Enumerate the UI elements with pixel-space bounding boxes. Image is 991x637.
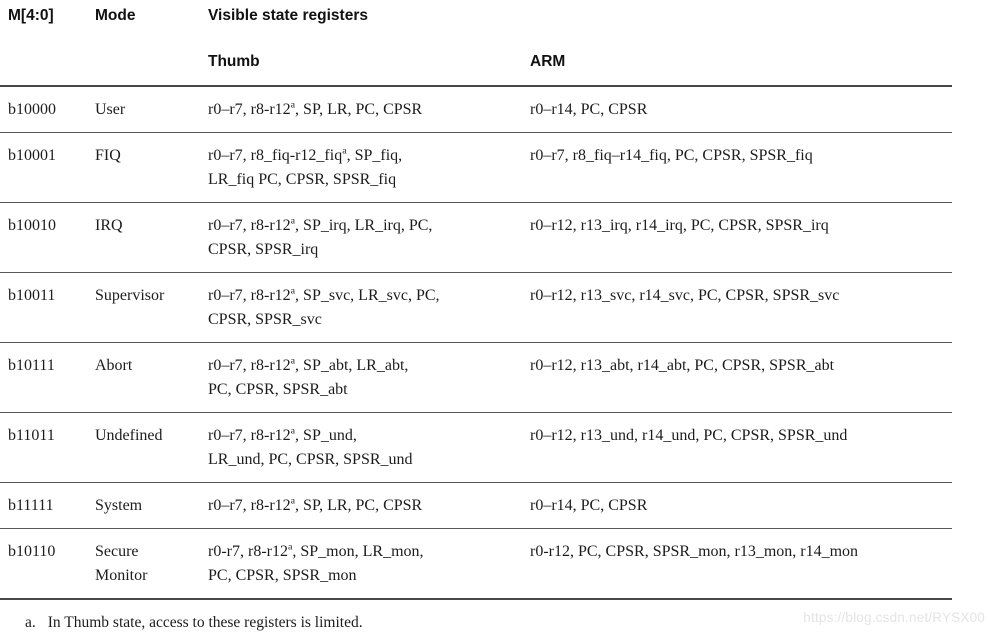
table-header: M[4:0] Mode Visible state registers Thum…	[0, 0, 952, 87]
cell-mode: Supervisor	[95, 272, 208, 343]
header-thumb: Thumb	[208, 52, 530, 87]
footnote-marker: a.	[25, 614, 36, 631]
cell-thumb-registers: r0–r7, r8-r12a, SP_abt, LR_abt,PC, CPSR,…	[208, 342, 530, 413]
footnote-ref-a: a	[287, 541, 293, 553]
cell-m4-0: b11011	[0, 412, 95, 483]
header-empty-mode	[95, 52, 208, 87]
header-empty-m	[0, 52, 95, 87]
footnote-ref-a: a	[290, 215, 296, 227]
cell-mode: Undefined	[95, 412, 208, 483]
cell-arm-registers: r0–r14, PC, CPSR	[530, 482, 952, 529]
cell-mode: User	[95, 86, 208, 133]
header-visible-state-registers: Visible state registers	[208, 7, 368, 24]
header-row-top: M[4:0] Mode Visible state registers	[0, 0, 952, 52]
footnote-ref-a: a	[290, 285, 296, 297]
cell-thumb-registers: r0–r7, r8-r12a, SP, LR, PC, CPSR	[208, 86, 530, 133]
cell-m4-0: b10010	[0, 202, 95, 273]
cell-m4-0: b10111	[0, 342, 95, 413]
cell-thumb-registers: r0–r7, r8-r12a, SP_irq, LR_irq, PC,CPSR,…	[208, 202, 530, 273]
cell-m4-0: b11111	[0, 482, 95, 529]
header-row-sub: Thumb ARM	[0, 52, 952, 87]
cell-arm-registers: r0-r12, PC, CPSR, SPSR_mon, r13_mon, r14…	[530, 528, 952, 600]
cell-thumb-registers: r0-r7, r8-r12a, SP_mon, LR_mon,PC, CPSR,…	[208, 528, 530, 600]
cell-arm-registers: r0–r7, r8_fiq–r14_fiq, PC, CPSR, SPSR_fi…	[530, 132, 952, 203]
cell-mode: Abort	[95, 342, 208, 413]
footnote-ref-a: a	[290, 495, 296, 507]
cell-thumb-registers: r0–r7, r8_fiq-r12_fiqa, SP_fiq,LR_fiq PC…	[208, 132, 530, 203]
cell-m4-0: b10011	[0, 272, 95, 343]
cell-m4-0: b10001	[0, 132, 95, 203]
cell-mode: System	[95, 482, 208, 529]
cell-m4-0: b10000	[0, 86, 95, 133]
cell-thumb-registers: r0–r7, r8-r12a, SP_und,LR_und, PC, CPSR,…	[208, 412, 530, 483]
cell-arm-registers: r0–r14, PC, CPSR	[530, 86, 952, 133]
mode-registers-table: M[4:0] Mode Visible state registers Thum…	[0, 0, 952, 600]
header-m: M[4:0]	[8, 7, 54, 24]
cell-mode: FIQ	[95, 132, 208, 203]
table-footnote: a. In Thumb state, access to these regist…	[0, 613, 991, 633]
cell-arm-registers: r0–r12, r13_irq, r14_irq, PC, CPSR, SPSR…	[530, 202, 952, 273]
watermark-text: https://blog.csdn.net/RYSX00	[803, 610, 985, 625]
footnote-ref-a: a	[290, 425, 296, 437]
header-mode: Mode	[95, 7, 136, 24]
cell-arm-registers: r0–r12, r13_abt, r14_abt, PC, CPSR, SPSR…	[530, 342, 952, 413]
footnote-ref-a: a	[290, 99, 296, 111]
footnote-text: In Thumb state, access to these register…	[47, 614, 363, 631]
cell-arm-registers: r0–r12, r13_svc, r14_svc, PC, CPSR, SPSR…	[530, 272, 952, 343]
header-arm: ARM	[530, 52, 952, 87]
cell-thumb-registers: r0–r7, r8-r12a, SP, LR, PC, CPSR	[208, 482, 530, 529]
cell-mode: IRQ	[95, 202, 208, 273]
footnote-ref-a: a	[342, 145, 347, 157]
cell-arm-registers: r0–r12, r13_und, r14_und, PC, CPSR, SPSR…	[530, 412, 952, 483]
footnote-ref-a: a	[290, 355, 296, 367]
cell-m4-0: b10110	[0, 528, 95, 600]
cell-thumb-registers: r0–r7, r8-r12a, SP_svc, LR_svc, PC,CPSR,…	[208, 272, 530, 343]
